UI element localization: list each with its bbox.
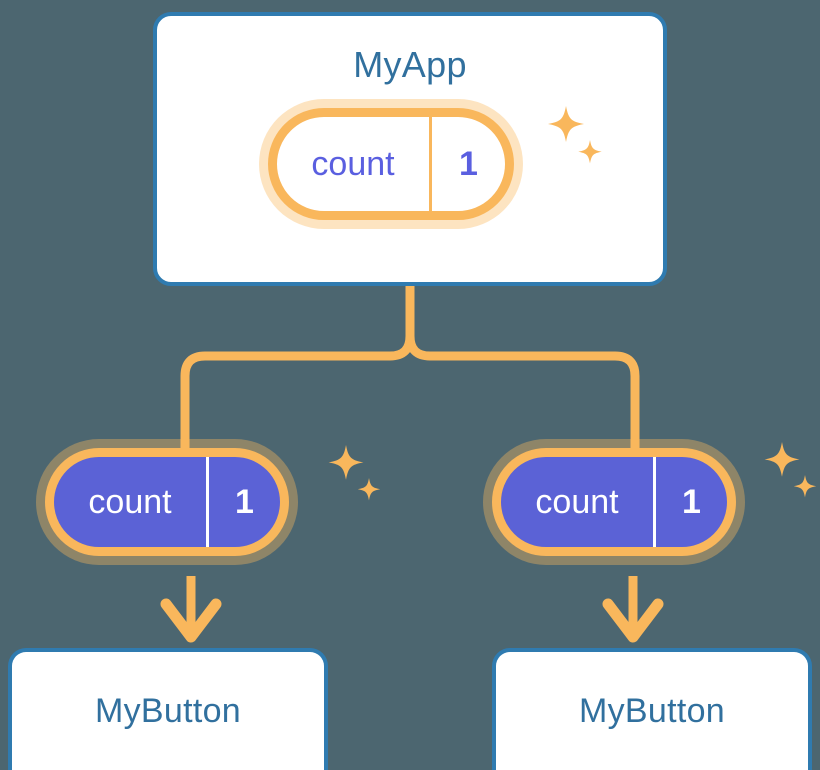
state-key-label: count (88, 483, 172, 521)
component-title-mybutton-left: MyButton (94, 691, 242, 730)
state-pill-mybutton-right[interactable]: count 1 (492, 448, 736, 556)
state-value-label: 1 (429, 117, 505, 211)
component-card-mybutton-right[interactable]: MyButton (492, 648, 812, 770)
state-pill-myapp[interactable]: count 1 (268, 108, 514, 220)
component-title-myapp: MyApp (353, 44, 467, 85)
state-pill-body: count 1 (268, 108, 514, 220)
state-pill-body: count 1 (492, 448, 736, 556)
component-title-mybutton-right: MyButton (578, 691, 726, 730)
state-key-label: count (311, 145, 395, 183)
state-key-label: count (535, 483, 619, 521)
state-pill-mybutton-left[interactable]: count 1 (45, 448, 289, 556)
state-pill-body: count 1 (45, 448, 289, 556)
component-card-mybutton-left[interactable]: MyButton (8, 648, 328, 770)
state-value-label: 1 (653, 457, 727, 547)
connector-branch-right (405, 281, 640, 453)
state-value-label: 1 (206, 457, 280, 547)
arrow-down-icon-left (160, 576, 222, 643)
connector-branch-left (180, 281, 415, 453)
arrow-down-icon-right (602, 576, 664, 643)
